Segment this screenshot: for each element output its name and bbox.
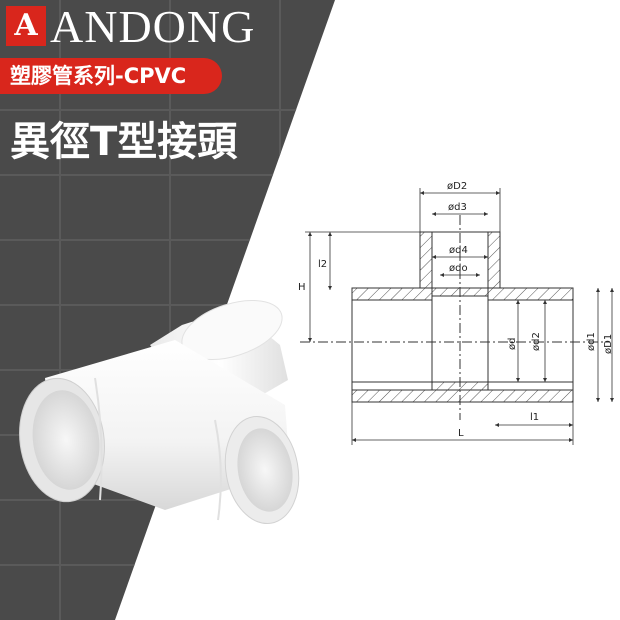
label-D1: øD1 [603,334,614,354]
label-d3: ød3 [448,202,467,213]
label-d4: ød4 [449,245,468,256]
label-L: L [458,428,464,439]
label-l1: l1 [530,412,539,423]
label-H: H [298,282,306,293]
series-label: 塑膠管系列-CPVC [0,58,222,94]
label-D2: øD2 [447,181,467,192]
brand-name: ANDONG [50,1,256,52]
label-d: ød [507,338,518,350]
label-d1: ød1 [586,332,597,351]
label-do: ødo [449,263,468,274]
label-d2: ød2 [531,332,542,351]
product-title: 異徑T型接頭 [10,119,238,165]
logo-letter: A [14,8,38,43]
label-l2: l2 [318,259,327,270]
brand-logo-icon: A [6,6,46,46]
